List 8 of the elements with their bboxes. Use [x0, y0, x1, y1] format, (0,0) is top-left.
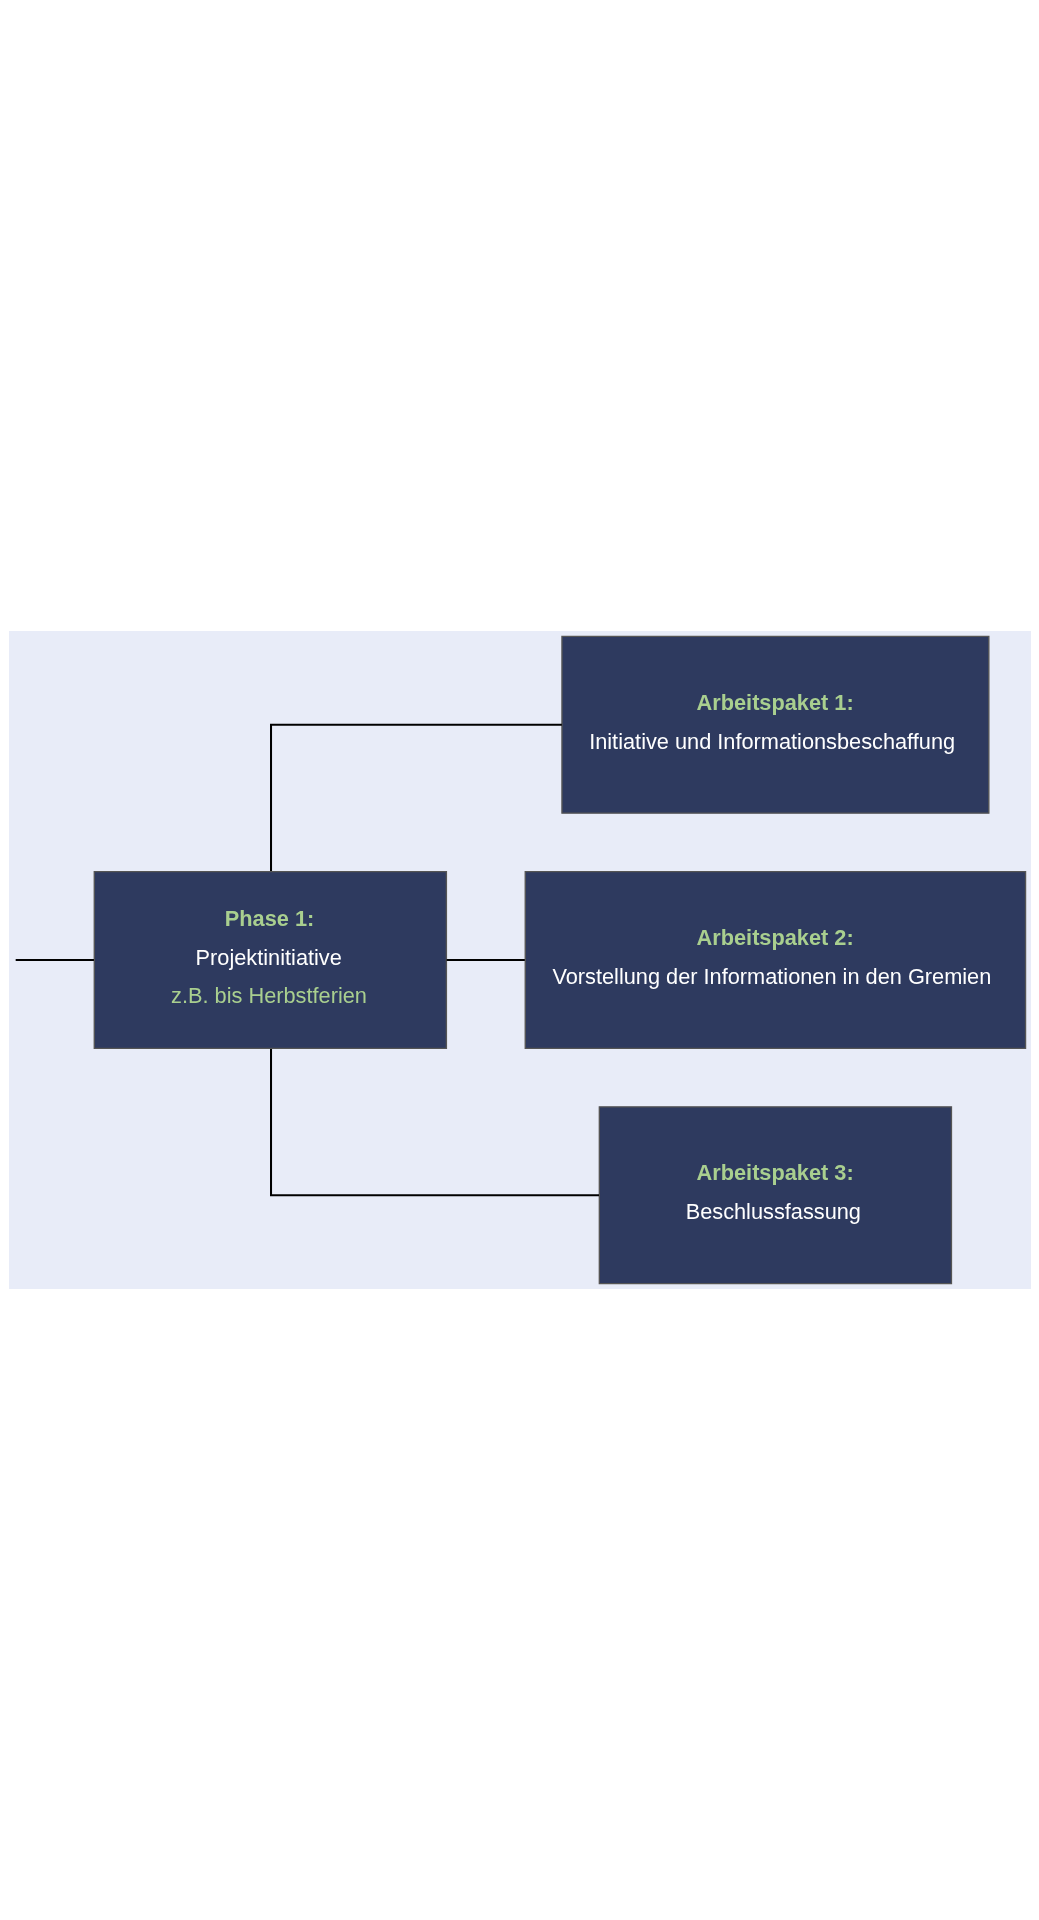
node-box: Phase 1: Projektinitiative z.B. bis Herbstferien: [93, 870, 447, 1050]
connector: [446, 959, 525, 961]
node-box: Arbeitspaket 3: Beschlussfassung: [598, 1106, 952, 1285]
node-box: Arbeitspaket 1: Initiative und Informationsbeschaffung: [560, 635, 989, 814]
connector: [269, 1048, 599, 1197]
connector: [269, 723, 562, 872]
node-box: Arbeitspaket 2: Vorstellung der Informationen in den Gremien: [524, 870, 1026, 1050]
connector: [15, 959, 94, 961]
